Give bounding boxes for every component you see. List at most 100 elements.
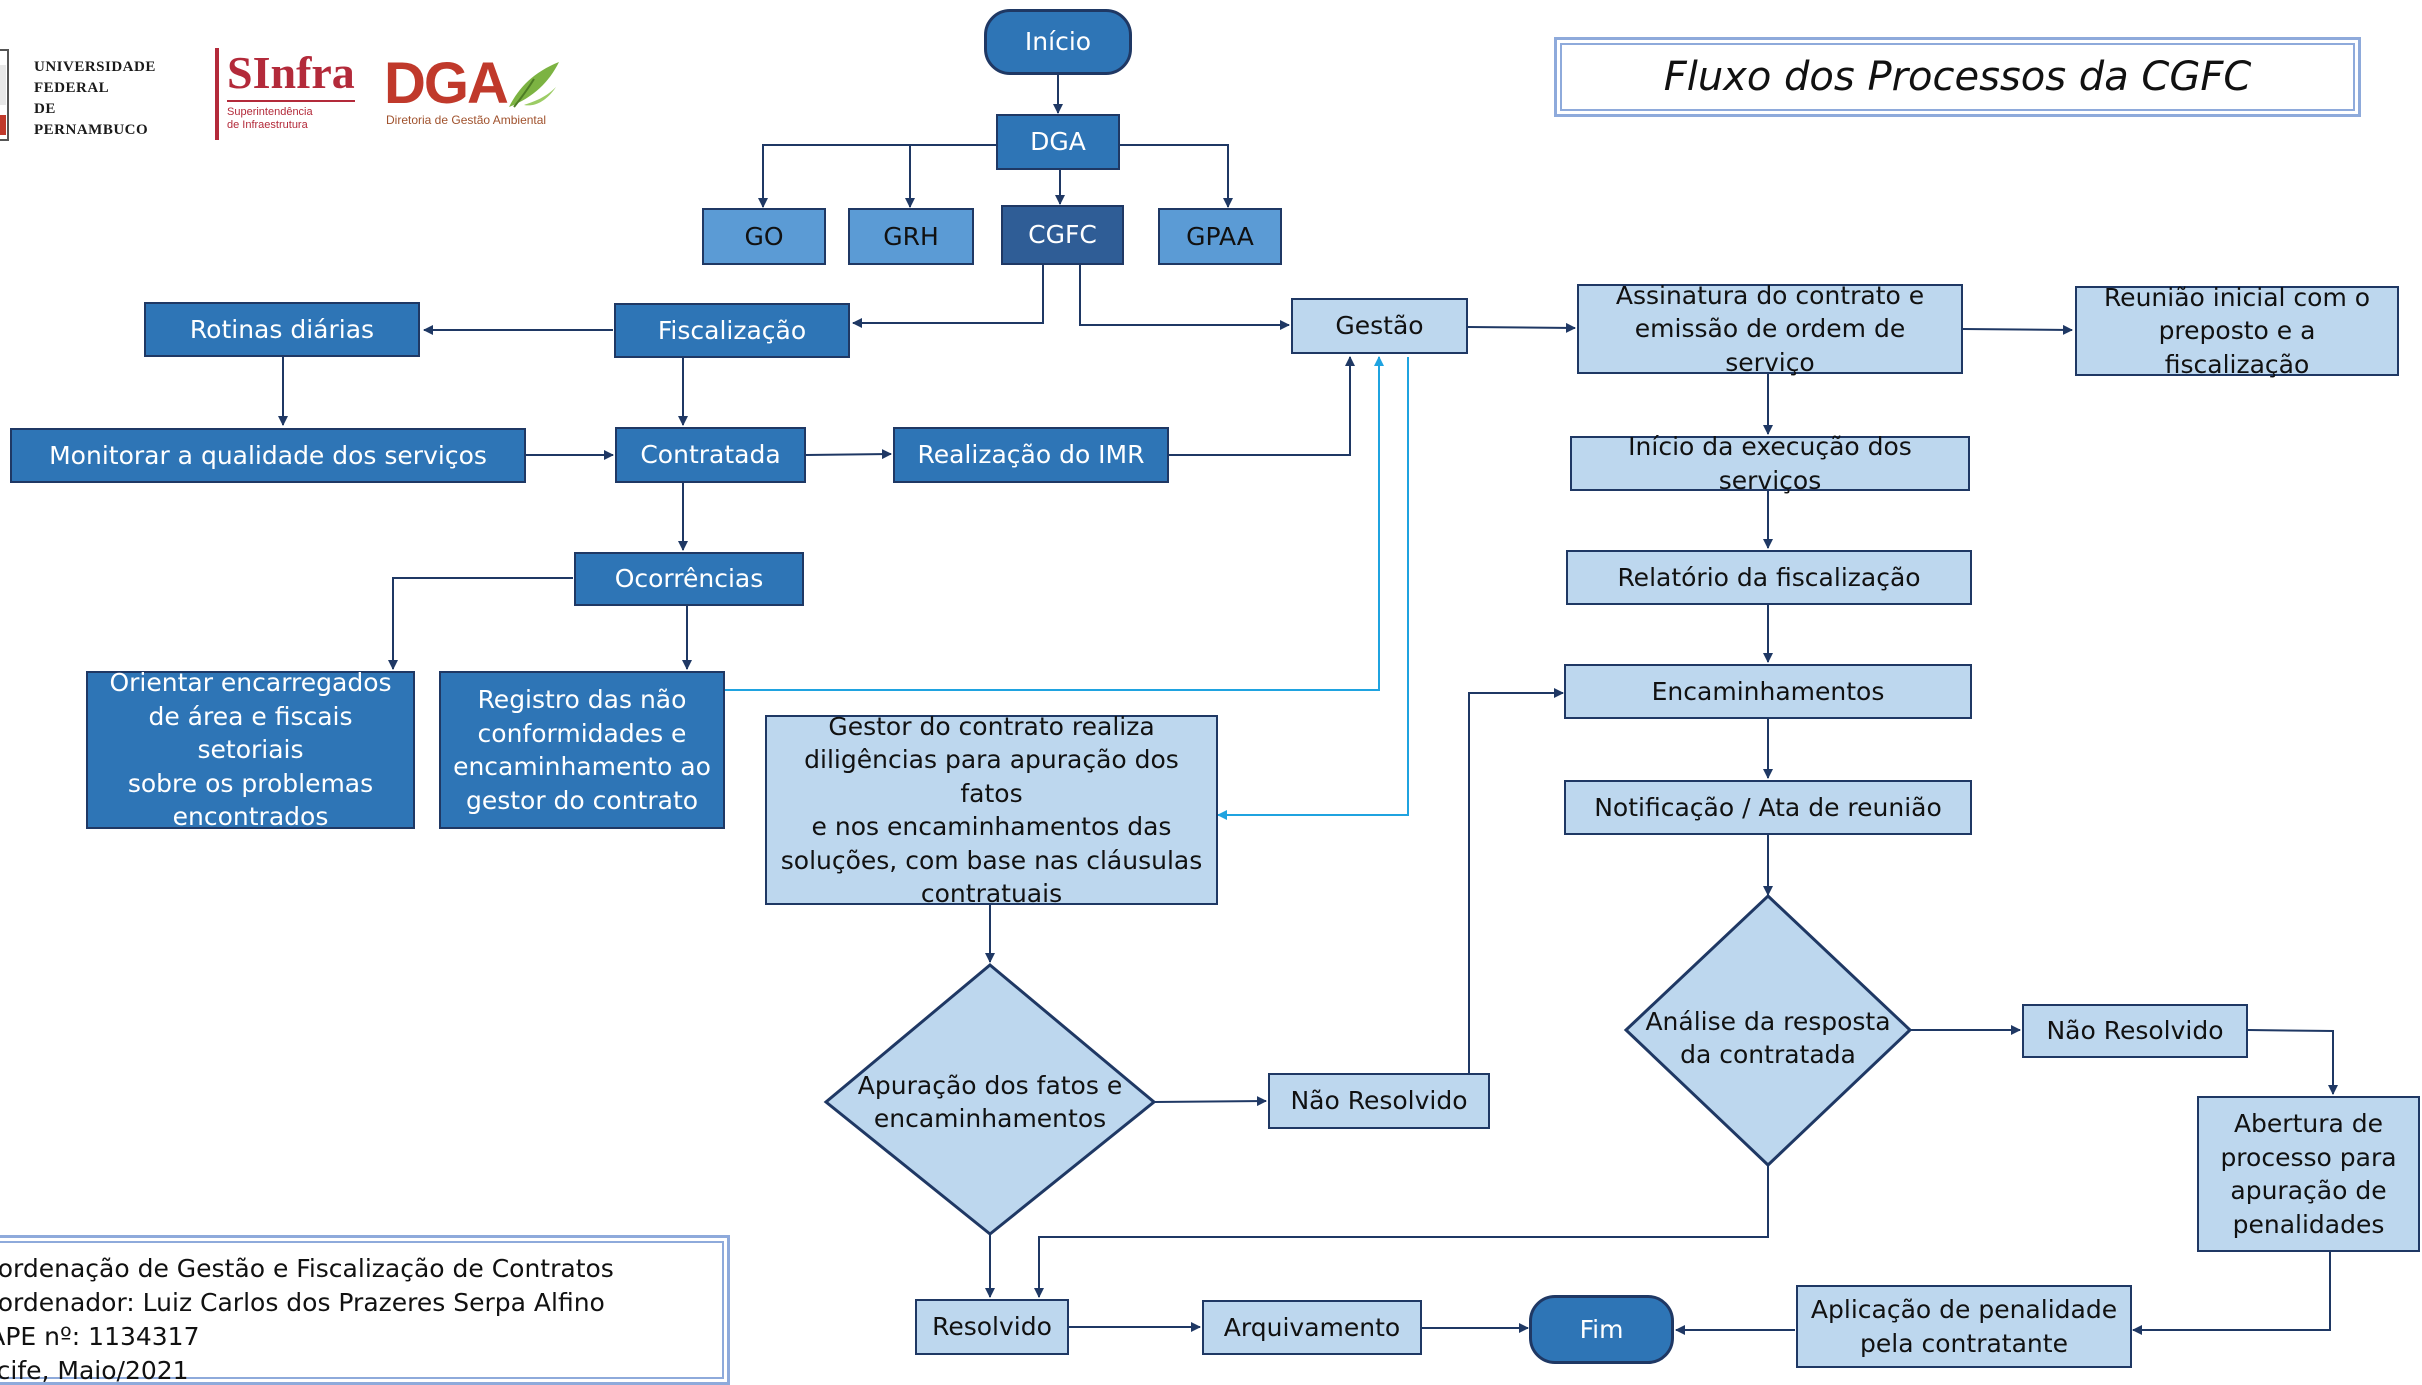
sinfra-logo-subtitle: Superintendência	[227, 106, 313, 118]
ufpe-crest-icon	[0, 49, 9, 141]
arrow-analise-resolvido	[1034, 1165, 1769, 1298]
analise-diamond	[1623, 893, 1913, 1168]
node-ocorrencias: Ocorrências	[574, 552, 804, 606]
arrow-apuracao-nao-resolvido	[1153, 1096, 1267, 1107]
node-label: contratuais	[920, 879, 1063, 908]
node-label: Notificação / Ata de reunião	[1594, 792, 1942, 822]
node-dga: DGA	[996, 114, 1120, 170]
node-label: DGA	[1030, 127, 1086, 157]
node-label: Orientar encarregados	[109, 668, 392, 698]
sinfra-logo-name: SInfra	[227, 47, 355, 98]
node-label: pela contratante	[1860, 1328, 2068, 1358]
arrow-ocorrencias-orientar	[388, 577, 573, 670]
node-label: Reunião inicial com o	[2103, 282, 2371, 312]
node-label: e nos encaminhamentos das	[811, 812, 1172, 841]
node-cgfc: CGFC	[1001, 205, 1124, 265]
node-label: encontrados	[172, 802, 329, 832]
footer-line: Coordenador: Luiz Carlos dos Prazeres Se…	[0, 1288, 605, 1317]
node-go: GO	[702, 208, 826, 265]
footer-info: Coordenação de Gestão e Fiscalização de …	[0, 1235, 730, 1385]
sinfra-bar-icon	[215, 48, 219, 140]
node-label: diligências para apuração dos fatos	[804, 745, 1179, 808]
node-label: Não Resolvido	[1290, 1086, 1468, 1116]
node-notificacao: Notificação / Ata de reunião	[1564, 780, 1972, 835]
node-label: GPAA	[1186, 221, 1254, 251]
node-label: Fiscalização	[657, 315, 807, 345]
node-rotinas: Rotinas diárias	[144, 302, 420, 357]
node-label: CGFC	[1028, 220, 1097, 250]
diamonds	[823, 893, 1913, 1236]
node-label: soluções, com base nas cláusulas	[780, 845, 1203, 875]
node-label: Não Resolvido	[2046, 1016, 2224, 1046]
arrow-abertura-aplicacao	[2132, 1252, 2331, 1335]
node-label: Ocorrências	[614, 564, 764, 594]
node-label: penalidades	[2232, 1209, 2385, 1239]
arrow-registro-gestao	[725, 356, 1384, 691]
node-label: Arquivamento	[1223, 1312, 1401, 1342]
dga-logo: DGA Diretoria de Gestão Ambiental	[384, 51, 559, 127]
node-label: Rotinas diárias	[189, 314, 375, 344]
arrow-assinatura-reuniao	[1962, 324, 2073, 335]
node-label: Assinatura do contrato e	[1615, 280, 1925, 310]
node-assinatura: Assinatura do contrato e emissão de ordem…	[1577, 281, 1963, 377]
ufpe-logo-line: FEDERAL	[34, 80, 110, 96]
arrow-cgfc-gestao	[1079, 265, 1290, 330]
node-label: Contratada	[640, 440, 781, 470]
node-label: Relatório da fiscalização	[1617, 562, 1921, 592]
diagram-title: Fluxo dos Processos da CGFC	[1554, 37, 2361, 117]
arrow-nao-resolvido-abertura	[2247, 1029, 2338, 1095]
arrow-dga-gpaa	[1120, 144, 1233, 208]
sinfra-logo-subtitle: de Infraestrutura	[227, 119, 308, 131]
footer-line: SIAPE nº: 1134317	[0, 1322, 200, 1351]
arrow-imr-gestao	[1169, 356, 1355, 456]
node-analise: Análise da resposta da contratada	[1636, 1000, 1900, 1076]
node-label: apuração de	[2230, 1176, 2387, 1205]
node-contratada: Contratada	[615, 427, 806, 483]
node-label: de área e fiscais setoriais	[148, 701, 353, 765]
arrow-contratada-imr	[805, 449, 892, 460]
ufpe-logo: UNIVERSIDADE FEDERAL DE PERNAMBUCO	[0, 45, 155, 150]
node-label: Resolvido	[932, 1312, 1052, 1342]
node-relatorio: Relatório da fiscalização	[1566, 550, 1972, 605]
node-inicio-execucao: Início da execução dos serviços	[1570, 432, 1970, 495]
arrow-dga-go	[758, 144, 996, 208]
leaf-icon	[509, 62, 559, 108]
node-nao-resolvido-1: Não Resolvido	[1268, 1073, 1490, 1129]
node-monitorar: Monitorar a qualidade dos serviços	[10, 428, 526, 483]
arrow-nao-resolvido-encaminhamentos	[1468, 688, 1564, 1073]
node-label: Abertura de	[2233, 1109, 2384, 1138]
node-label: Registro das não	[477, 685, 687, 714]
node-arquivamento: Arquivamento	[1202, 1300, 1422, 1355]
arrow-cgfc-fiscalizacao	[852, 265, 1044, 328]
node-label: Aplicação de penalidade	[1810, 1295, 2118, 1324]
node-label: conformidades e	[477, 718, 687, 748]
node-encaminhamentos: Encaminhamentos	[1564, 664, 1972, 719]
node-label: emissão de ordem de serviço	[1634, 314, 1906, 377]
ufpe-logo-line: UNIVERSIDADE	[34, 59, 156, 75]
node-label: Monitorar a qualidade dos serviços	[49, 440, 487, 470]
node-imr: Realização do IMR	[893, 427, 1169, 483]
node-fim: Fim	[1529, 1295, 1674, 1364]
node-label: encaminhamento ao	[453, 752, 711, 781]
node-label: Análise da resposta	[1645, 1006, 1891, 1036]
dga-logo-name: DGA	[384, 51, 509, 116]
node-label: GO	[744, 221, 784, 251]
node-label: da contratada	[1680, 1040, 1856, 1069]
arrow-gestao-assinatura	[1467, 322, 1576, 333]
node-gpaa: GPAA	[1158, 208, 1282, 265]
node-nao-resolvido-2: Não Resolvido	[2022, 1004, 2248, 1058]
node-label: Realização do IMR	[917, 440, 1145, 470]
node-gestao: Gestão	[1291, 298, 1468, 354]
node-grh: GRH	[848, 208, 974, 265]
apuracao-diamond	[823, 963, 1157, 1236]
node-label: Início	[1024, 27, 1092, 57]
node-label: gestor do contrato	[465, 785, 699, 815]
node-fiscalizacao: Fiscalização	[614, 303, 850, 358]
node-label: Encaminhamentos	[1651, 676, 1885, 706]
node-label: Apuração dos fatos e	[857, 1070, 1123, 1100]
node-resolvido: Resolvido	[915, 1299, 1069, 1355]
